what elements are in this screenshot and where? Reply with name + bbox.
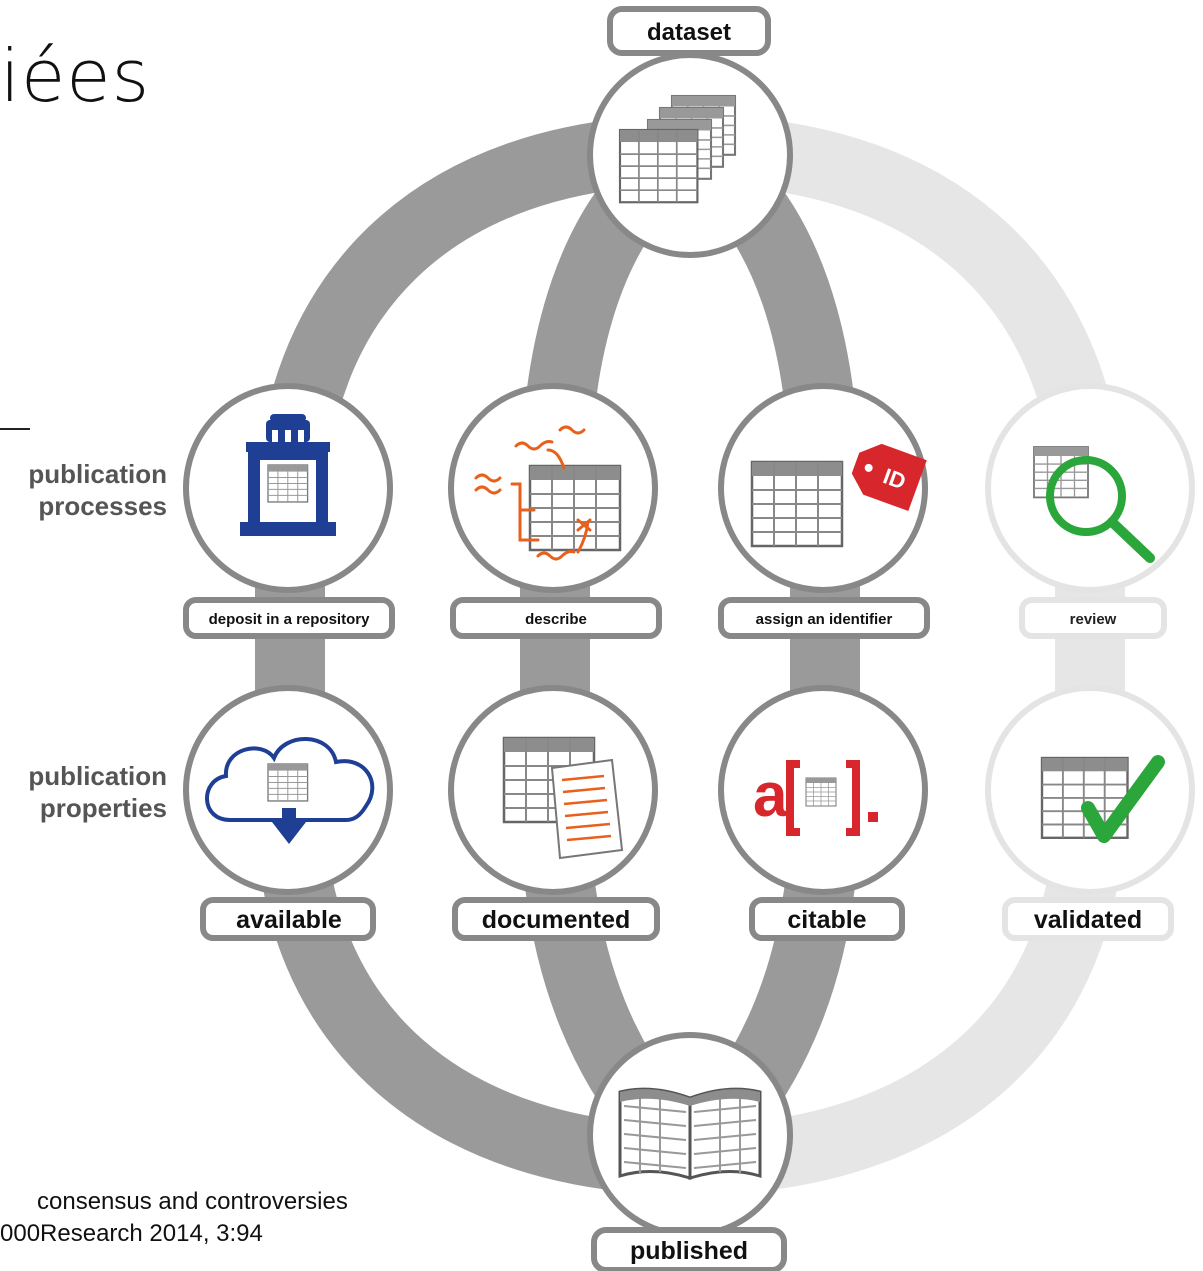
svg-text:a: a — [753, 761, 788, 830]
row-label-processes-line1: publication — [28, 459, 167, 489]
node-identifier: ID assign an identifier — [718, 383, 930, 639]
id-tag-icon: ID — [851, 443, 927, 511]
published-label: published — [630, 1237, 748, 1265]
process-label-describe: describe — [525, 611, 587, 628]
row-label-properties: publication properties — [28, 760, 167, 824]
citation-bracket-icon: a — [753, 760, 878, 836]
row-label-processes-line2: processes — [38, 491, 167, 521]
process-label-deposit: deposit in a repository — [209, 611, 371, 628]
identifier-table-icon — [750, 460, 844, 548]
document-page-icon — [550, 758, 624, 860]
node-validated: validated — [985, 685, 1195, 941]
outer-ring-right — [689, 115, 1125, 1195]
row-label-properties-line2: properties — [39, 793, 167, 823]
open-book-icon — [618, 1087, 762, 1181]
available-label-box — [200, 897, 376, 941]
inner-lens-right — [665, 120, 860, 1185]
dataset-label: dataset — [647, 19, 731, 46]
property-label-available: available — [236, 906, 342, 934]
title-divider — [0, 428, 30, 430]
property-label-validated: validated — [1034, 906, 1142, 934]
describe-label-box — [450, 597, 662, 639]
checkmark-icon — [1081, 755, 1165, 843]
deposit-label-box — [183, 597, 395, 639]
inner-lens-left — [520, 120, 715, 1185]
process-label-review: review — [1070, 611, 1117, 628]
node-published: published — [587, 1032, 793, 1271]
citation-line1: consensus and controversies — [37, 1188, 348, 1215]
node-describe: describe — [448, 383, 662, 639]
outer-ring-left — [255, 115, 691, 1195]
property-label-citable: citable — [787, 906, 866, 934]
node-dataset: dataset — [587, 6, 793, 258]
validated-label-box — [1002, 897, 1174, 941]
documented-label-box — [452, 897, 660, 941]
node-available: available — [183, 685, 393, 941]
row-label-properties-line1: publication — [28, 761, 167, 791]
page-title: iées — [0, 34, 151, 118]
node-deposit: deposit in a repository — [183, 383, 395, 639]
node-citable: a citable — [718, 685, 928, 941]
citable-label-box — [749, 897, 905, 941]
identifier-label-box — [718, 597, 930, 639]
row-label-processes: publication processes — [28, 458, 167, 522]
cloud-download-icon — [205, 737, 375, 844]
citation-line2: 000Research 2014, 3:94 — [0, 1220, 263, 1247]
magnifier-icon — [1046, 456, 1155, 563]
process-label-identifier: assign an identifier — [756, 611, 893, 628]
describe-table-icon — [528, 464, 622, 552]
repository-building-icon — [240, 414, 336, 536]
annotation-scribbles-icon — [474, 425, 592, 561]
node-documented: documented — [448, 685, 660, 941]
dataset-label-box — [607, 6, 771, 56]
node-review: review — [985, 383, 1195, 639]
published-label-box — [591, 1227, 787, 1271]
property-label-documented: documented — [482, 906, 631, 934]
review-label-box — [1019, 597, 1167, 639]
